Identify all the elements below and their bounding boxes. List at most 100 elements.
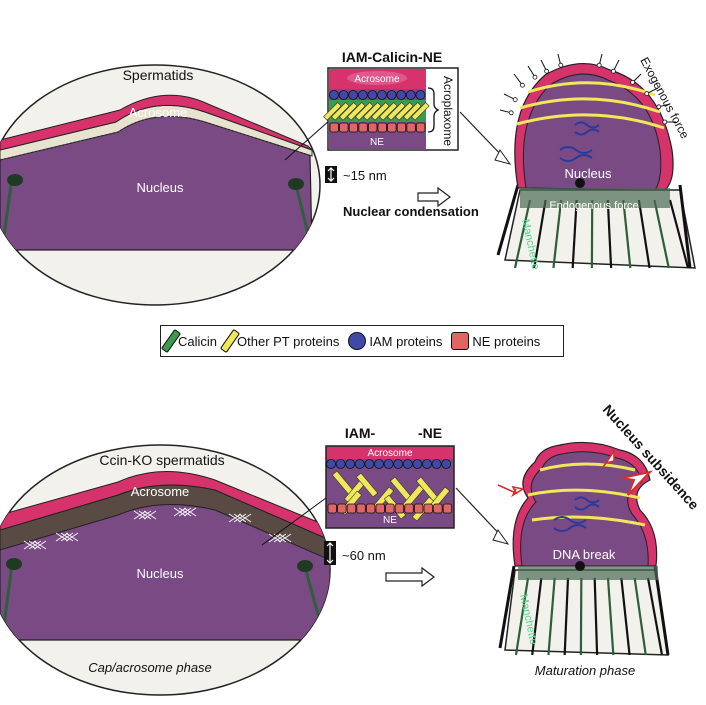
- bottom-mat-subsidence-arrow-left: [497, 484, 526, 498]
- pt-cross-mark: [173, 507, 187, 517]
- legend-item-iam: IAM proteins: [348, 332, 442, 350]
- ne-protein-square: [348, 122, 359, 133]
- pt-cross-mark: [183, 507, 197, 517]
- bottom-mat-subsidence-arrow-top: [602, 448, 615, 468]
- force-arrow-head: [662, 119, 668, 125]
- bottom-process-arrow-icon: [385, 566, 435, 588]
- iam-protein-circle: [402, 459, 413, 469]
- top-mat-nucleus-label: Nucleus: [565, 166, 612, 181]
- bottom-mat-endogenous-band: [518, 566, 658, 580]
- manchette-microtubule: [653, 199, 670, 269]
- ne-protein-square: [365, 503, 376, 514]
- top-inset-ne-label: NE: [370, 137, 384, 148]
- top-inset-pt-layer: [323, 100, 430, 122]
- bottom-mat-subsidence-arrow-right: [621, 470, 653, 496]
- ne-protein-square: [413, 503, 424, 514]
- pt-cross-mark: [273, 533, 287, 543]
- pt-band: [527, 488, 641, 500]
- top-maturation-head: Nucleus Endogenous force Exogenous force…: [496, 53, 696, 271]
- ne-protein-square: [339, 122, 349, 133]
- iam-protein-circle: [441, 459, 452, 469]
- top-inset-title: IAM-Calicin-NE: [342, 49, 442, 65]
- iam-protein-circle: [386, 90, 397, 100]
- bottom-manchette-microtubules: [514, 577, 664, 656]
- iam-protein-circle: [354, 459, 365, 469]
- iam-protein-circle: [345, 459, 356, 469]
- bottom-mat-dna-break-label: DNA break: [553, 547, 616, 562]
- iam-protein-circle: [405, 90, 416, 100]
- ne-protein-square: [385, 503, 395, 514]
- bottom-inset: IAM- -NE Acrosome NE: [325, 425, 455, 529]
- top-acrosome-shape: [0, 94, 313, 151]
- bottom-mat-dna-icon-2: [574, 496, 600, 511]
- bottom-nucleus-label: Nucleus: [137, 566, 184, 581]
- pt-cross-mark: [233, 513, 247, 523]
- force-arrow-head: [544, 68, 549, 74]
- top-perinuclear-ring-right: [288, 178, 304, 190]
- ne-protein-square: [329, 122, 339, 133]
- pt-protein-rod: [371, 102, 390, 121]
- iam-protein-circle: [367, 90, 378, 100]
- legend-item-calicin: Calicin: [160, 328, 217, 354]
- pt-cross-mark: [60, 532, 74, 542]
- pt-cross-mark: [28, 540, 42, 550]
- manchette-microtubule: [533, 199, 547, 269]
- pt-band: [527, 81, 656, 97]
- force-arrow-head: [596, 62, 602, 68]
- manchette-microtubule: [622, 199, 632, 269]
- iam-protein-circle: [338, 90, 349, 100]
- iam-protein-circle: [431, 459, 442, 469]
- top-process-label: Nuclear condensation: [343, 204, 479, 219]
- ne-protein-square: [356, 503, 366, 514]
- force-arrow-head: [520, 82, 525, 88]
- top-cell-title: Spermatids: [123, 67, 194, 83]
- bottom-distance-label: ~60 nm: [342, 548, 386, 563]
- pt-protein-rod: [355, 102, 374, 121]
- iam-protein-circle: [374, 459, 384, 469]
- bottom-mat-pt-bands: [527, 462, 646, 527]
- bottom-pt-disorganized-marks: [23, 507, 292, 550]
- legend-item-ne: NE proteins: [451, 332, 540, 350]
- ne-protein-square: [442, 503, 453, 514]
- pt-cross-mark: [238, 513, 252, 523]
- pt-cross-mark: [178, 507, 192, 517]
- pt-protein-rod: [323, 102, 342, 121]
- top-inset: IAM-Calicin-NE Acrosome NE Acroplaxome: [323, 49, 459, 151]
- top-callout-line: [284, 119, 331, 161]
- pt-cross-mark: [228, 513, 242, 523]
- force-arrow-head: [644, 91, 650, 96]
- top-acrosome-label: Acrosome: [129, 105, 188, 120]
- top-process-arrow-icon: [417, 186, 451, 208]
- top-distance-label: ~15 nm: [343, 168, 387, 183]
- bottom-inset-ne-label: NE: [383, 515, 397, 526]
- manchette-microtubule: [531, 577, 543, 656]
- top-mat-pt-bands: [516, 81, 665, 130]
- manchette-microtubule: [513, 199, 532, 269]
- iam-protein-circle: [364, 459, 375, 469]
- manchette-microtubule: [620, 577, 631, 656]
- force-arrow-head: [611, 68, 616, 74]
- iam-protein-circle: [348, 90, 359, 100]
- pt-cross-mark: [268, 533, 282, 543]
- pt-protein-rod: [355, 472, 379, 498]
- legend-label-ne: NE proteins: [472, 333, 541, 349]
- force-arrow-head: [630, 80, 635, 85]
- bottom-manchette-outer-left: [498, 565, 516, 649]
- iam-protein-circle: [383, 459, 394, 469]
- bottom-manchette-outer-right: [653, 565, 670, 656]
- ne-protein-square: [415, 122, 426, 133]
- top-nucleus-label: Nucleus: [137, 180, 184, 195]
- pt-protein-rod: [403, 102, 422, 121]
- pt-protein-rod: [411, 102, 430, 121]
- bottom-perinuclear-ring-left: [6, 558, 22, 570]
- pt-cross-mark: [278, 533, 292, 543]
- top-mat-endogenous-band: [520, 188, 670, 208]
- bottom-distance-arrows-icon: [326, 542, 334, 564]
- pt-cross-mark: [33, 540, 47, 550]
- manchette-microtubule: [637, 199, 651, 269]
- pt-band: [539, 462, 636, 472]
- bottom-inset-title-left: IAM-: [345, 425, 376, 441]
- force-arrow-head: [512, 97, 518, 102]
- ne-protein-square: [387, 122, 397, 133]
